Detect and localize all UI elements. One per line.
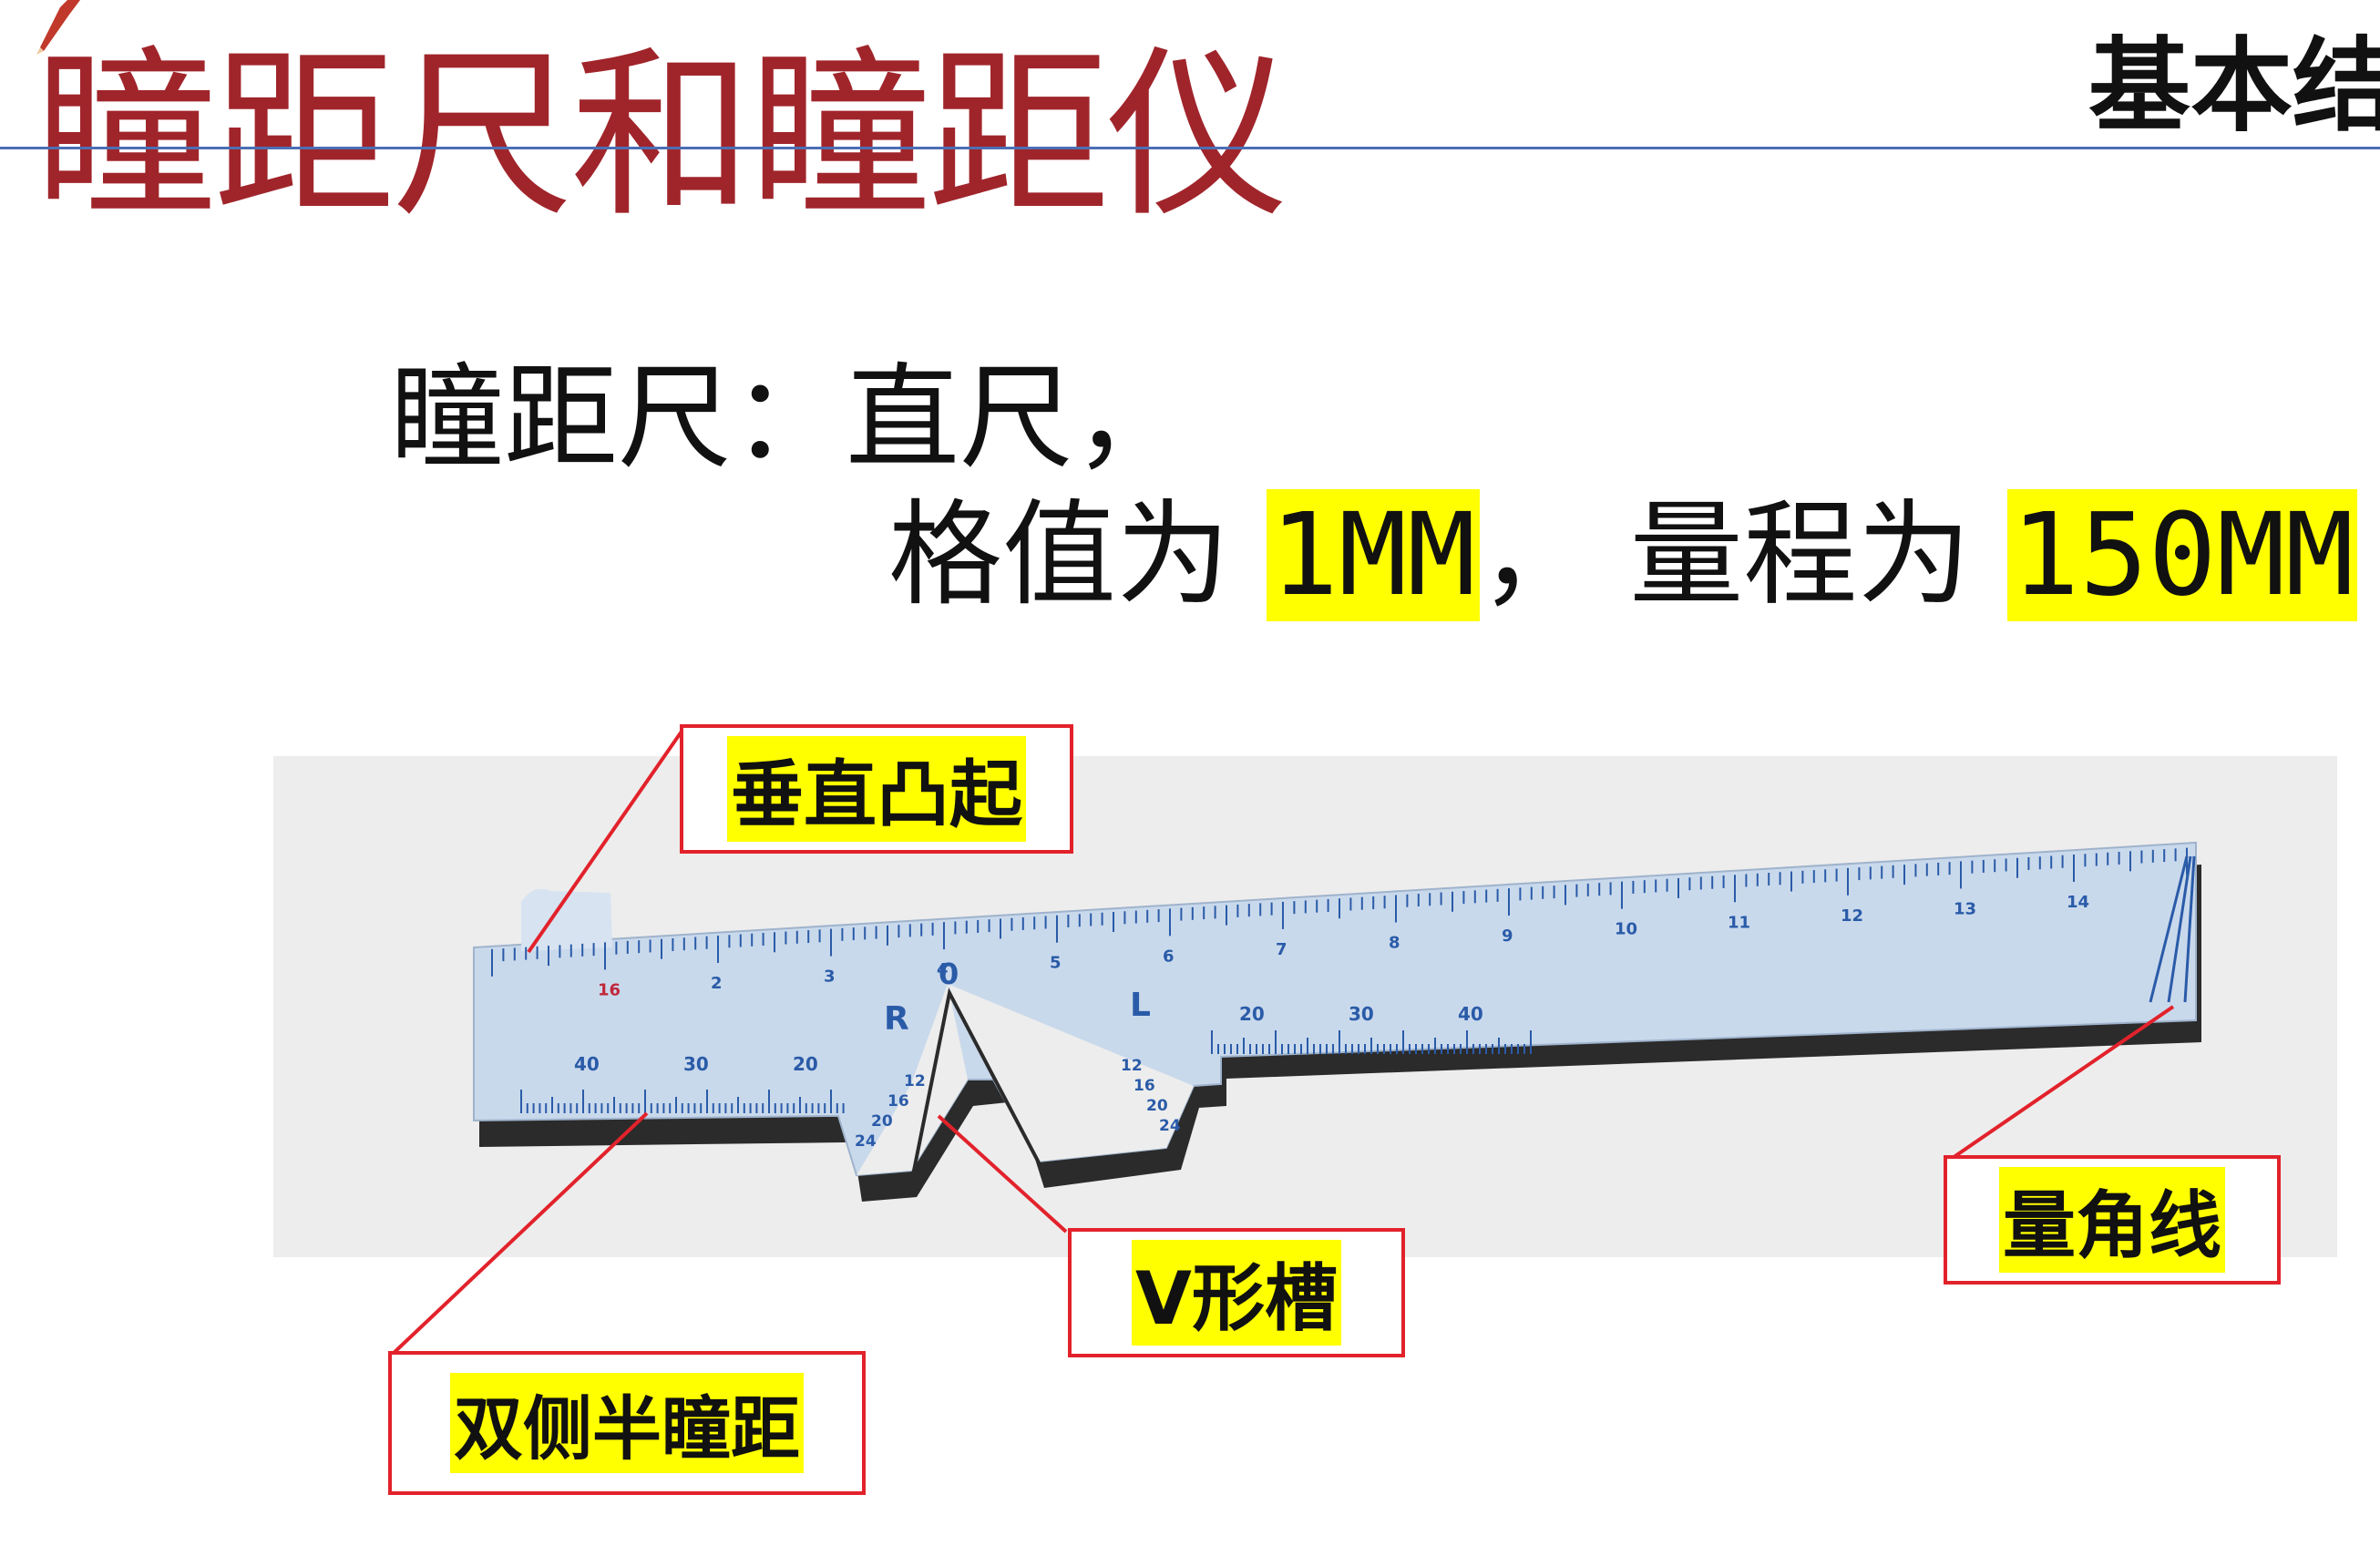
- v-scale-label: 20: [1146, 1097, 1168, 1115]
- top-scale-label: 11: [1728, 913, 1750, 932]
- spec-mid: ， 量程为: [1479, 489, 2007, 621]
- right-half-scale-ticks: [1211, 1030, 1532, 1054]
- callout-protractor-line: 量角线: [1944, 1155, 2281, 1285]
- half-scale-label: 30: [683, 1053, 709, 1075]
- definition-line: 瞳距尺：直尺，: [390, 353, 1187, 485]
- right-half-scale-labels: 20 30 40: [1239, 1003, 1483, 1025]
- top-scale-label: 2: [711, 974, 723, 993]
- top-scale-label: 4: [937, 960, 949, 979]
- half-scale-label: 20: [793, 1053, 818, 1075]
- top-scale-label: 12: [1841, 906, 1863, 926]
- top-scale-label: 10: [1615, 920, 1637, 939]
- callout-v-groove-label: V形槽: [1132, 1240, 1341, 1346]
- header-divider: [0, 147, 2380, 149]
- range-value: 150MM: [2006, 489, 2358, 621]
- top-scale-label: 16: [598, 980, 621, 999]
- pencil-icon: [36, 0, 80, 55]
- zero-label: 0: [939, 957, 959, 991]
- top-scale-label: 9: [1502, 926, 1513, 946]
- spec-prefix: 格值为: [888, 489, 1267, 621]
- v-scale-label: 16: [1134, 1077, 1155, 1095]
- half-scale-label: 40: [574, 1053, 600, 1075]
- top-scale-ticks: [491, 847, 2188, 977]
- top-scale-label: 6: [1163, 947, 1175, 966]
- top-scale-label: 14: [2067, 893, 2089, 912]
- section-label: 基本结: [2088, 27, 2380, 146]
- v-scale-label: 16: [887, 1092, 909, 1111]
- callout-protractor-line-label: 量角线: [1999, 1167, 2225, 1273]
- v-scale-label: 24: [855, 1132, 877, 1151]
- left-eye-label: L: [1130, 987, 1151, 1024]
- right-eye-label: R: [884, 1000, 909, 1038]
- left-half-scale-ticks: [520, 1090, 845, 1113]
- callout-half-pd-label: 双侧半瞳距: [450, 1373, 804, 1473]
- v-groove-cutout: [948, 984, 1194, 1162]
- half-scale-label: 30: [1349, 1003, 1374, 1025]
- v-scale-label: 20: [871, 1112, 893, 1131]
- v-scale-label: 24: [1159, 1117, 1181, 1135]
- graduation-value: 1MM: [1266, 489, 1480, 621]
- v-scale-label: 12: [1121, 1057, 1143, 1075]
- page-title: 瞳距尺和瞳距仪: [35, 30, 1288, 242]
- top-scale-label: 5: [1050, 954, 1062, 973]
- half-scale-label: 20: [1239, 1003, 1265, 1025]
- spec-line: 格值为 1MM， 量程为 150MM: [888, 487, 2358, 624]
- left-half-scale-labels: 40 30 20: [574, 1053, 818, 1075]
- half-scale-label: 40: [1458, 1003, 1483, 1025]
- top-scale-labels: 16 2 3 4 5 6 7 8 9 10 11 12 13 14: [598, 893, 2089, 999]
- callout-v-groove: V形槽: [1068, 1228, 1405, 1357]
- top-scale-label: 7: [1276, 940, 1287, 959]
- v-scale-label: 12: [904, 1072, 926, 1090]
- v-right-scale-labels: 12 16 20 24: [1121, 1057, 1181, 1135]
- top-scale-label: 3: [824, 967, 836, 987]
- callout-vertical-bump: 垂直凸起: [680, 724, 1073, 854]
- vertical-bump: [521, 888, 612, 951]
- protractor-lines: [2149, 855, 2196, 1003]
- callout-vertical-bump-label: 垂直凸起: [727, 736, 1026, 842]
- top-scale-label: 13: [1954, 899, 1976, 918]
- callout-half-pd: 双侧半瞳距: [388, 1351, 866, 1495]
- top-scale-label: 8: [1389, 933, 1400, 952]
- v-groove-edge: [909, 988, 1042, 1185]
